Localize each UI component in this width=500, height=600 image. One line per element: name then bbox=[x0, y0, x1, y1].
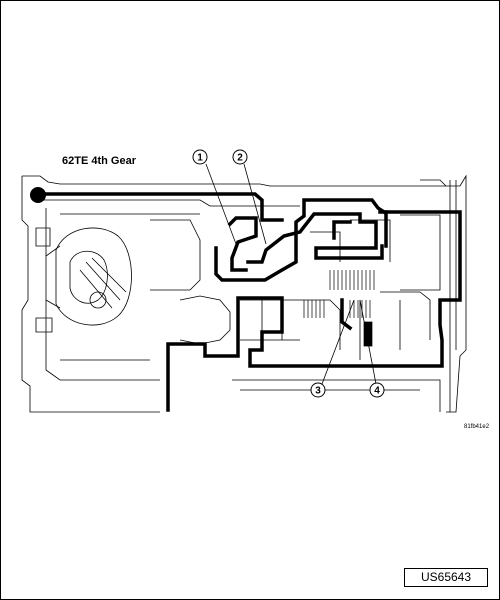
figure-id-label: US65643 bbox=[404, 568, 488, 587]
svg-text:2: 2 bbox=[237, 153, 243, 164]
callout-3: 3 bbox=[310, 299, 355, 398]
svg-text:3: 3 bbox=[315, 386, 321, 397]
fluid-flow-path bbox=[36, 192, 462, 412]
flow-origin-plug bbox=[30, 187, 46, 203]
callout-2: 2 bbox=[232, 149, 267, 245]
svg-text:62TE 4th Gear: 62TE 4th Gear bbox=[62, 155, 137, 167]
diagram-title: 62TE 4th Gear bbox=[62, 155, 137, 167]
callout-1: 1 bbox=[192, 149, 237, 245]
svg-text:4: 4 bbox=[374, 386, 380, 397]
transmission-housing bbox=[21, 174, 467, 413]
clutch-packs bbox=[303, 270, 375, 347]
torque-converter bbox=[45, 227, 132, 326]
svg-text:1: 1 bbox=[197, 153, 203, 164]
figure-code: 81fb41e2 bbox=[464, 424, 490, 430]
callout-4: 4 bbox=[359, 299, 385, 398]
